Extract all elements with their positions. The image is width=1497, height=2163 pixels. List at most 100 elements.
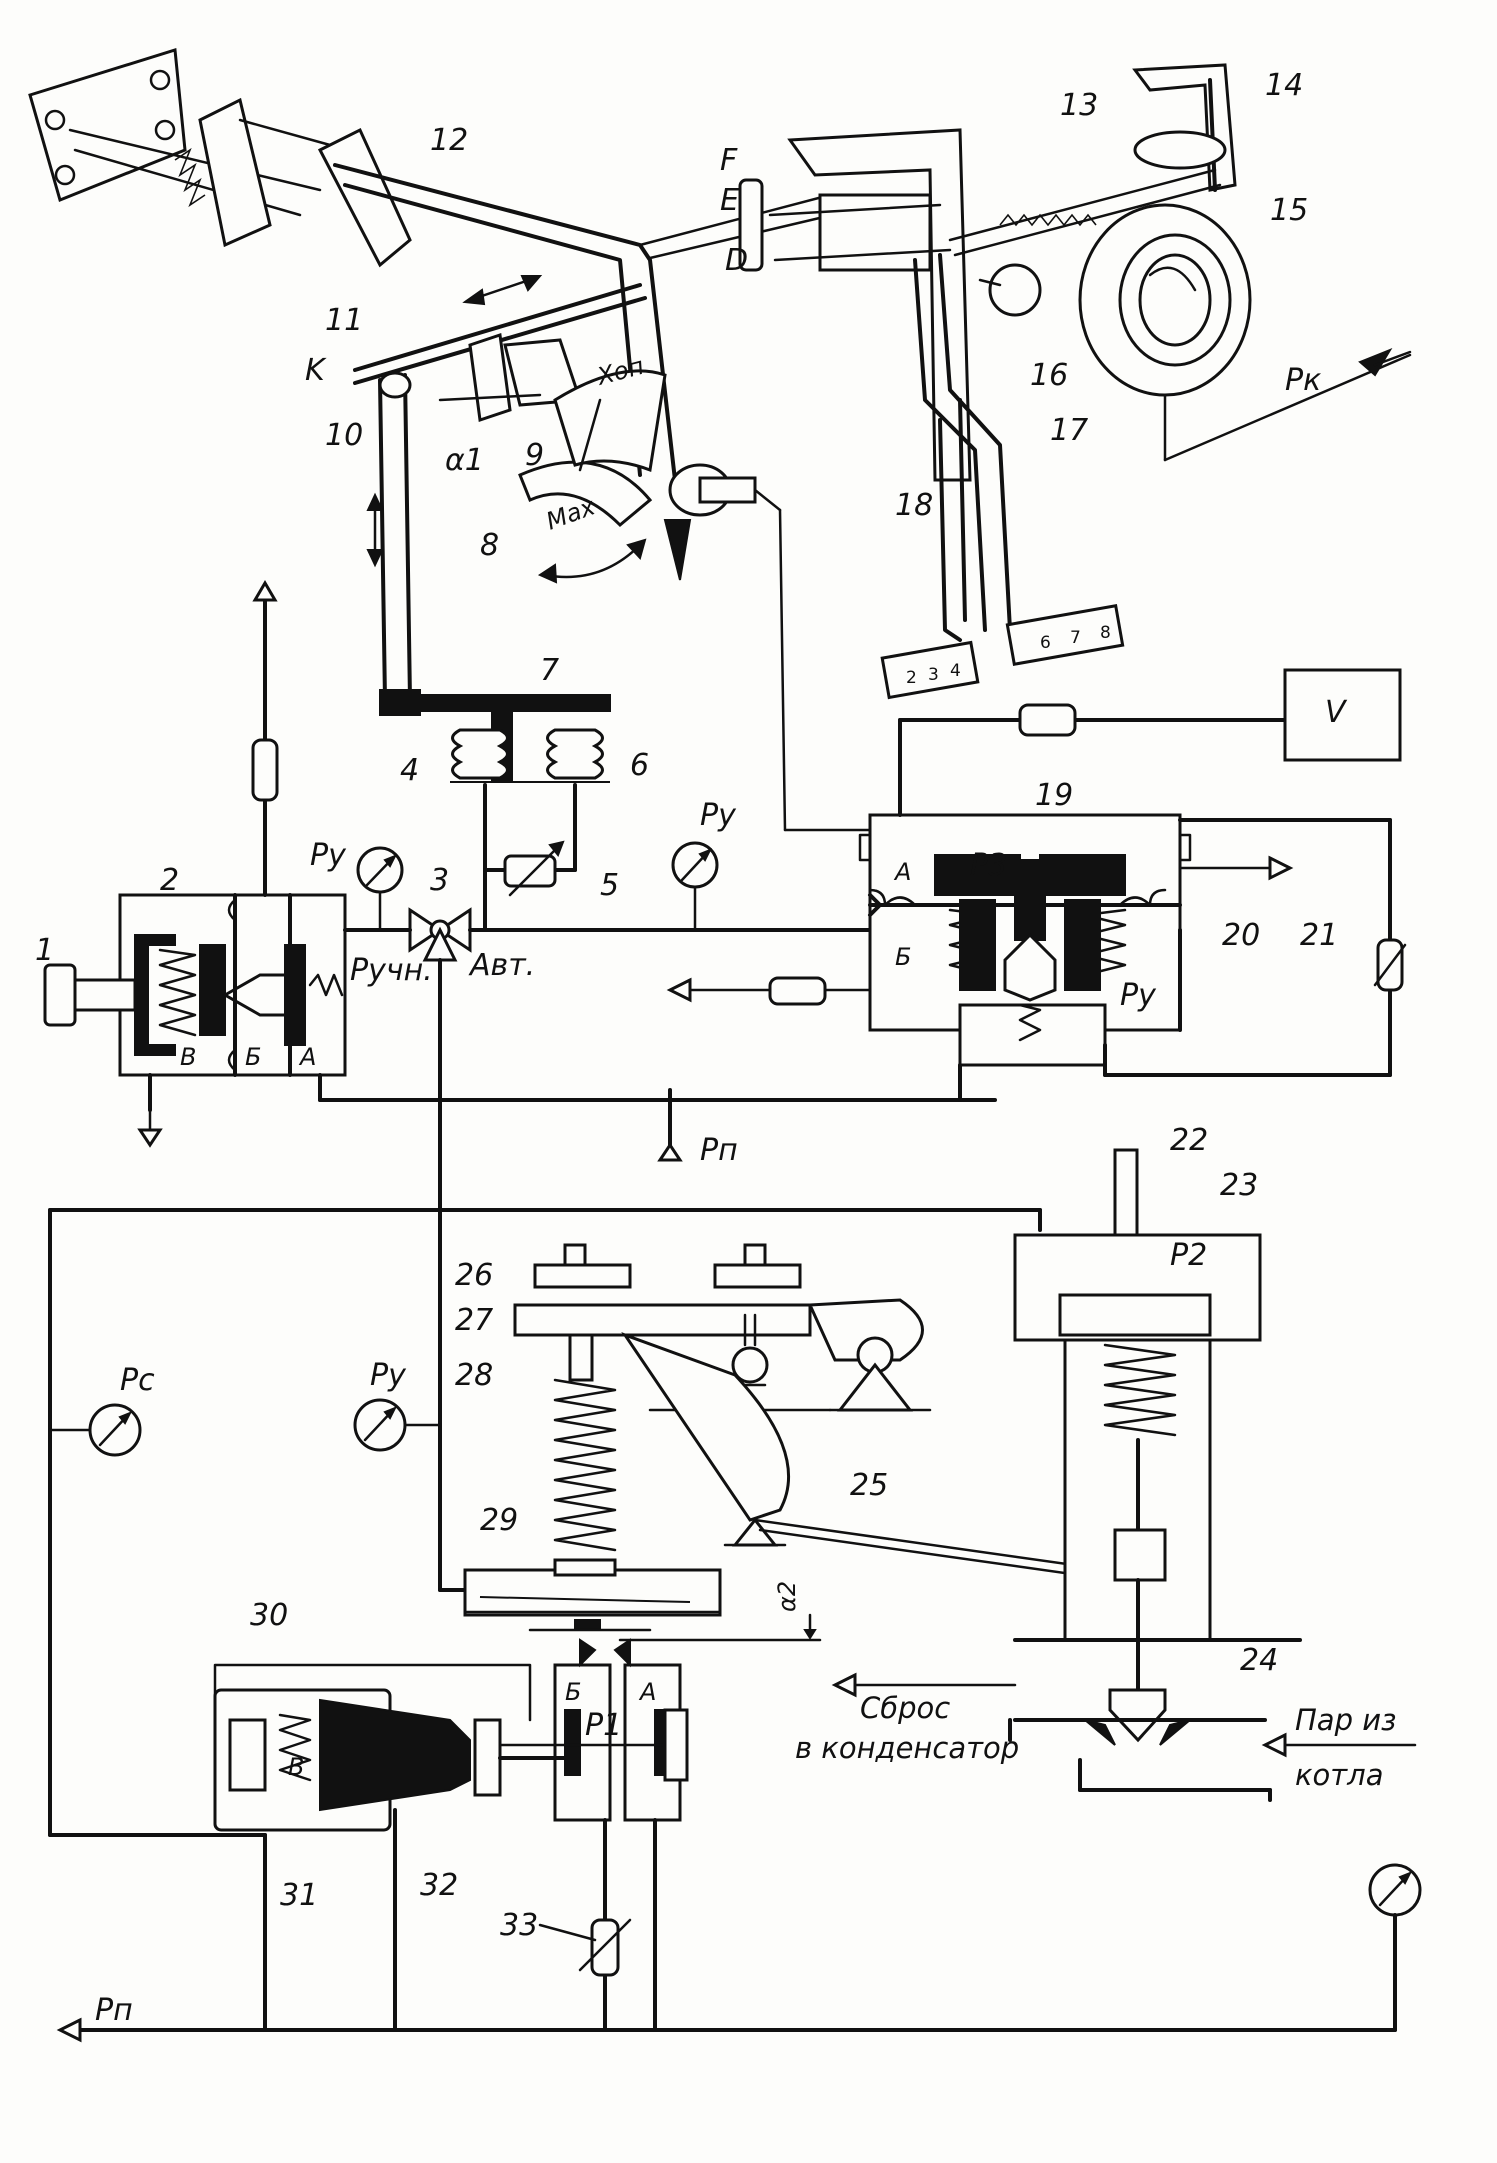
scale-right-tick-6: 6	[1040, 633, 1051, 653]
label-15: 15	[1270, 193, 1308, 228]
label-pu-lower: Pу	[370, 1358, 407, 1393]
label-18: 18	[895, 488, 933, 523]
label-pk: Pк	[1285, 363, 1321, 398]
label-20: 20	[1222, 918, 1260, 953]
scale-right	[1005, 604, 1125, 666]
valve-29	[463, 1558, 822, 1642]
top-mechanism: Мах Хоп 2 3 4 6 7 8	[28, 48, 1412, 702]
label-11: 11	[325, 303, 363, 338]
lever-27	[513, 1243, 1187, 1592]
label-10: 10	[325, 418, 363, 453]
gauge-pu-mid	[671, 841, 719, 932]
throttle-5	[503, 854, 557, 888]
port-labels: А Б В А Б Б А В	[180, 858, 911, 1781]
frame-FED	[787, 128, 972, 482]
valve-3	[343, 907, 872, 1102]
discharge-line-1: Сброс	[860, 1691, 950, 1725]
valve-24	[1108, 1688, 1167, 1743]
v33-port-B: Б	[565, 1678, 581, 1706]
label-26: 26	[455, 1258, 493, 1293]
label-28: 28	[455, 1358, 493, 1393]
dial-upper	[553, 369, 667, 473]
label-E: E	[720, 183, 739, 218]
label-pu-mid: Pу	[700, 798, 737, 833]
v19-port-B: Б	[895, 943, 911, 971]
part-labels: 1 2 3 4 5 6 7 8 9 10 11 12 13 14 15 16 1…	[35, 68, 1338, 1943]
label-12: 12	[430, 123, 468, 158]
lower-section	[48, 1098, 1422, 2043]
label-3: 3	[430, 863, 449, 898]
label-31: 31	[280, 1878, 318, 1913]
v2-port-B: Б	[245, 1043, 261, 1071]
label-23: 23	[1220, 1168, 1258, 1203]
annotation-labels: Сброс в конденсатор Пар из котла	[795, 1691, 1396, 1792]
label-pc: Pс	[120, 1363, 155, 1398]
gauge-pu-left	[356, 846, 404, 932]
label-19: 19	[1035, 778, 1073, 813]
label-F: F	[720, 143, 738, 178]
bellows-4	[451, 728, 509, 780]
label-9: 9	[525, 438, 544, 473]
scale-right-tick-7: 7	[1070, 628, 1081, 648]
v2-port-A: А	[298, 1043, 316, 1071]
throttle-top-right	[1018, 703, 1077, 737]
valve3-labels: Pучн. Авт.	[350, 948, 535, 988]
screw-22	[1113, 1148, 1139, 1237]
label-29: 29	[480, 1503, 518, 1538]
wall-plate	[28, 48, 187, 203]
label-K: K	[305, 353, 327, 388]
cylinder-30	[213, 1663, 567, 2032]
discharge-line-2: в конденсатор	[795, 1731, 1019, 1765]
label-13: 13	[1060, 88, 1098, 123]
valve-24-stem	[1113, 1528, 1167, 1582]
label-pu-right: Pу	[1120, 978, 1157, 1013]
label-pu-left: Pу	[310, 838, 347, 873]
valve-29-body	[463, 1568, 722, 1617]
label-25: 25	[850, 1468, 888, 1503]
scale-right-tick-8: 8	[1100, 623, 1111, 643]
cam-25	[621, 1332, 791, 1522]
relay-19	[657, 508, 1407, 1162]
label-32: 32	[420, 1868, 458, 1903]
valve-2	[43, 580, 997, 1148]
v19-port-A: А	[893, 858, 911, 886]
spring-28	[553, 1378, 617, 1552]
label-21: 21	[1300, 918, 1338, 953]
throttle-top-left	[251, 738, 279, 802]
gauge-bottom-right	[1368, 1863, 1422, 2032]
label-pn-mid: Pп	[700, 1133, 738, 1168]
label-7: 7	[540, 653, 559, 688]
c30-port-V: В	[288, 1753, 304, 1781]
box-v	[1283, 668, 1402, 762]
dial-max-label: Мах	[542, 492, 599, 536]
handwheel-1	[43, 963, 77, 1027]
label-D: D	[725, 243, 748, 278]
label-14: 14	[1265, 68, 1303, 103]
label-p1: P1	[585, 1708, 622, 1743]
label-6: 6	[630, 748, 649, 783]
scale-left-tick-4: 4	[950, 661, 961, 681]
label-alpha1: α1	[445, 443, 484, 478]
throttle-33	[590, 1918, 620, 1977]
lever-17	[913, 253, 1012, 632]
angle-labels: α1 α2	[445, 443, 801, 1612]
label-5: 5	[600, 868, 619, 903]
scale-left-tick-2: 2	[906, 668, 917, 688]
v2-port-V: В	[180, 1043, 196, 1071]
label-24: 24	[1240, 1643, 1278, 1678]
gauge-pu-lower	[353, 1398, 442, 1452]
scale-left-tick-3: 3	[928, 665, 939, 685]
steam-arrow	[1261, 1732, 1417, 1758]
label-27: 27	[455, 1303, 493, 1338]
lever-bracket	[317, 127, 412, 268]
label-auto: Авт.	[468, 948, 535, 983]
label-16: 16	[1030, 358, 1068, 393]
bellows-assembly-7	[379, 689, 611, 932]
bellows-6	[546, 728, 604, 780]
bellows-11	[198, 97, 272, 248]
piston-32	[473, 1718, 502, 1797]
steam-line-2: котла	[1295, 1758, 1383, 1792]
label-33: 33	[500, 1908, 538, 1943]
label-1: 1	[35, 933, 54, 968]
